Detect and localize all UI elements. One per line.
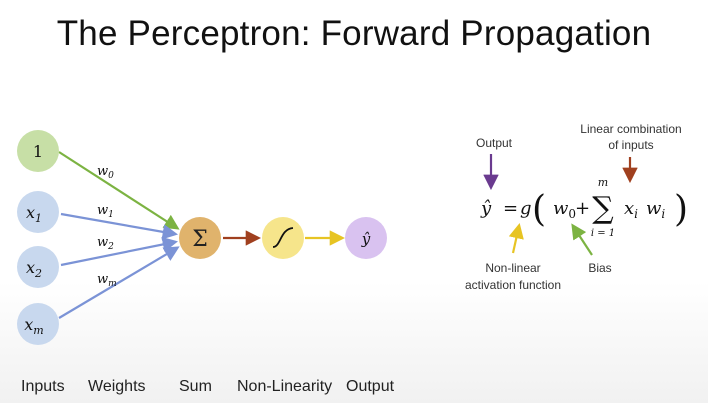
bottom-label-weights: Weights [88, 378, 146, 395]
eq-sum-bottom: i = 1 [591, 228, 615, 239]
edge-xm-to-sum [58, 246, 180, 319]
arrow-bias-annotation [571, 223, 593, 256]
bottom-label-output: Output [346, 378, 395, 395]
sigmoid-icon [272, 227, 294, 248]
eq-sum-top: m [598, 176, 608, 189]
edge-x2-to-sum [60, 236, 179, 267]
eq-lparen: ( [532, 189, 546, 230]
arrow-activation-annotation [508, 222, 524, 254]
annotation-linear-line2: of inputs [608, 138, 653, 152]
eq-equals: = [503, 198, 518, 219]
edge-x1-to-sum [60, 212, 179, 240]
bottom-label-inputs: Inputs [21, 378, 65, 395]
output-node-label: ŷ [361, 230, 371, 248]
forward-equation: ŷ = g ( w0 + m ∑ i = 1 xi wi ) [480, 176, 688, 239]
weight-label-w2: w2 [97, 235, 114, 252]
bias-node [17, 130, 59, 172]
eq-sum: ∑ [592, 191, 614, 226]
eq-yhat: ŷ [480, 198, 492, 219]
input-node-xm-label: xm [24, 315, 43, 337]
output-node [345, 217, 387, 259]
sum-node [179, 217, 221, 259]
input-node-x2-label: x2 [26, 258, 42, 280]
bottom-label-sum: Sum [179, 378, 212, 395]
annotation-output: Output [476, 136, 513, 150]
input-node-xm [17, 303, 59, 345]
eq-rparen: ) [674, 189, 688, 230]
annotation-activation-line2: activation function [465, 278, 561, 292]
slide-title: The Perceptron: Forward Propagation [56, 14, 652, 53]
eq-wi: wi [646, 198, 665, 221]
input-node-x1 [17, 191, 59, 233]
edge-bias-to-sum [58, 151, 180, 230]
bias-node-label: 1 [33, 142, 43, 161]
bottom-label-nonlinearity: Non-Linearity [237, 378, 332, 395]
annotation-bias: Bias [588, 261, 611, 275]
annotation-linear-line1: Linear combination [580, 122, 681, 136]
weight-label-w0: w0 [97, 164, 114, 181]
eq-plus: + [575, 198, 590, 219]
input-node-x2 [17, 246, 59, 288]
eq-xi: xi [624, 198, 638, 221]
eq-g: g [520, 198, 532, 219]
annotation-activation-line1: Non-linear [485, 261, 540, 275]
weight-label-wm: wm [97, 272, 117, 289]
sum-node-label: Σ [192, 227, 208, 252]
input-node-x1-label: x1 [26, 203, 42, 225]
weight-label-w1: w1 [97, 203, 114, 220]
activation-node [262, 217, 304, 259]
eq-w0: w0 [553, 198, 576, 221]
